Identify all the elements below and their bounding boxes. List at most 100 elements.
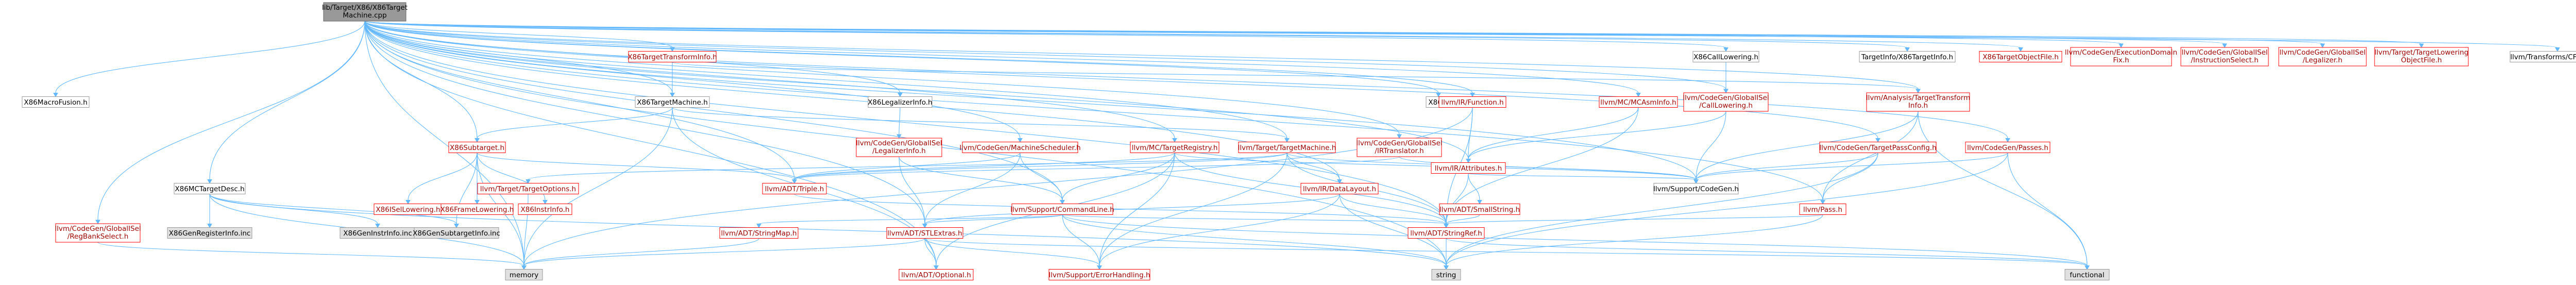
edge-line xyxy=(1468,173,1697,180)
node-regbankselect[interactable]: llvm/CodeGen/GlobalISel/RegBankSelect.h xyxy=(55,223,141,243)
node-label: X86MCTargetDesc.h xyxy=(175,185,244,193)
edge-line xyxy=(1822,153,1878,200)
edge-codegenpasses-to-codegensupport xyxy=(1693,153,2008,184)
node-x86macrofusion[interactable]: X86MacroFusion.h xyxy=(22,96,90,108)
node-cfguard[interactable]: llvm/Transforms/CFGuard.h xyxy=(2510,51,2576,62)
node-label: llvm/CodeGen/Passes.h xyxy=(1967,144,2048,152)
node-label: X86GenInstrInfo.inc xyxy=(343,229,412,238)
node-stlextras[interactable]: llvm/ADT/STLExtras.h xyxy=(886,227,963,239)
node-legalizerinfo[interactable]: llvm/CodeGen/GlobalISel/LegalizerInfo.h xyxy=(856,138,942,157)
edge-arrowhead xyxy=(1436,93,1441,97)
edge-line xyxy=(1822,111,1919,200)
edge-arrowhead xyxy=(1337,179,1342,184)
node-label: llvm/ADT/STLExtras.h xyxy=(887,229,962,238)
edge-root-to-machinescheduler xyxy=(364,21,1023,143)
edge-commandline-to-stringref xyxy=(1062,214,1449,228)
node-codegensupport[interactable]: llvm/Support/CodeGen.h xyxy=(1653,183,1739,194)
edge-stringref-to-string xyxy=(1444,238,1449,270)
edge-arrowhead xyxy=(896,134,902,139)
node-label: llvm/CodeGen/GlobalISel xyxy=(1356,139,1442,147)
node-x86mctargetdesc[interactable]: X86MCTargetDesc.h xyxy=(174,183,246,194)
node-legalizer[interactable]: llvm/CodeGen/GlobalISel/Legalizer.h xyxy=(2278,47,2367,66)
edge-line xyxy=(924,238,937,266)
node-mcasminfo[interactable]: llvm/MC/MCAsmInfo.h xyxy=(1599,96,1678,108)
node-instructionselect[interactable]: llvm/CodeGen/GlobalISel/InstructionSelec… xyxy=(2180,47,2269,66)
node-box xyxy=(856,138,942,157)
edge-arrowhead xyxy=(1018,138,1023,143)
node-pass[interactable]: llvm/Pass.h xyxy=(1799,204,1846,215)
node-box xyxy=(1408,227,1485,239)
edge-line xyxy=(364,21,1919,90)
edge-line xyxy=(97,21,365,221)
edge-line xyxy=(1020,153,1063,200)
node-machinescheduler[interactable]: llvm/CodeGen/MachineScheduler.h xyxy=(959,142,1081,153)
edge-line xyxy=(794,194,1447,224)
edge-arrowhead xyxy=(2084,265,2090,270)
node-label: Info.h xyxy=(1908,102,1928,110)
node-label: /IRTranslator.h xyxy=(1375,147,1423,155)
node-x86instrinfo[interactable]: X86InstrInfo.h xyxy=(518,204,572,215)
node-errorhandling[interactable]: llvm/Support/ErrorHandling.h xyxy=(1048,269,1150,280)
node-triple[interactable]: llvm/ADT/Triple.h xyxy=(762,183,827,194)
node-label: X86InstrInfo.h xyxy=(520,206,569,214)
edge-arrowhead xyxy=(934,265,939,270)
edge-line xyxy=(1099,153,1287,266)
edge-arrowhead xyxy=(1097,265,1102,270)
edge-x86targetmachine-to-targettargetmachine xyxy=(672,107,1290,143)
edge-line xyxy=(1099,194,1340,266)
edge-arrowhead xyxy=(670,47,675,52)
node-codegenpasses[interactable]: llvm/CodeGen/Passes.h xyxy=(1965,142,2050,153)
node-optional[interactable]: llvm/ADT/Optional.h xyxy=(899,269,974,280)
node-box xyxy=(323,2,406,22)
node-memory: memory xyxy=(505,269,543,280)
node-irdatalayout[interactable]: llvm/IR/DataLayout.h xyxy=(1300,183,1379,194)
node-x86targettransforminfo[interactable]: X86TargetTransformInfo.h xyxy=(628,51,717,62)
node-label: Machine.cpp xyxy=(343,11,386,20)
node-targetinfo[interactable]: TargetInfo/X86TargetInfo.h xyxy=(1859,51,1956,62)
node-globaliselcalllowering[interactable]: llvm/CodeGen/GlobalISel/CallLowering.h xyxy=(1683,92,1769,112)
node-commandline[interactable]: llvm/Support/CommandLine.h xyxy=(1010,204,1114,215)
edge-line xyxy=(924,238,1100,266)
node-irattributes[interactable]: llvm/IR/Attributes.h xyxy=(1431,162,1506,174)
edge-line xyxy=(364,21,2558,48)
node-label: llvm/CodeGen/GlobalISel xyxy=(2279,48,2365,57)
node-targettargetmachine[interactable]: llvm/Target/TargetMachine.h xyxy=(1238,142,1336,153)
node-x86targetmachine[interactable]: X86TargetMachine.h xyxy=(635,96,710,108)
edge-arrowhead xyxy=(1723,47,1728,52)
node-x86legalizerinfo[interactable]: X86LegalizerInfo.h xyxy=(868,96,933,108)
edge-arrowhead xyxy=(521,265,527,270)
node-analysistti[interactable]: llvm/Analysis/TargetTransformInfo.h xyxy=(1866,92,1970,112)
edge-line xyxy=(364,21,1823,200)
node-irfunction[interactable]: llvm/IR/Function.h xyxy=(1438,96,1506,108)
node-label: /CallLowering.h xyxy=(1699,102,1753,110)
node-smallstring[interactable]: llvm/ADT/SmallString.h xyxy=(1439,204,1520,215)
node-x86isellowering[interactable]: X86ISelLowering.h xyxy=(374,204,443,215)
edge-globaliselcalllowering-to-irattributes xyxy=(1466,111,1726,163)
node-stringmap[interactable]: llvm/ADT/StringMap.h xyxy=(719,227,799,239)
edge-mcasminfo-to-irattributes xyxy=(1466,107,1639,163)
edge-line xyxy=(672,107,1287,139)
edge-x86subtarget-to-x86gensubtargetinfo xyxy=(454,153,478,228)
edge-line xyxy=(1918,111,2088,266)
edge-line xyxy=(1468,173,1480,200)
node-box xyxy=(1357,138,1442,157)
edge-x86legalizerinfo-to-legalizerinfo xyxy=(896,107,902,139)
edge-arrowhead xyxy=(922,224,927,228)
node-box xyxy=(477,183,579,194)
edge-line xyxy=(364,21,1287,139)
node-targetoptions[interactable]: llvm/Target/TargetOptions.h xyxy=(477,183,579,194)
edge-analysistti-to-functional xyxy=(1918,111,2090,270)
edge-machinescheduler-to-commandline xyxy=(1020,153,1065,205)
edge-root-to-cfguard xyxy=(364,21,2560,52)
node-x86targetobjectfile[interactable]: X86TargetObjectFile.h xyxy=(1979,51,2062,62)
node-targetpassconfig[interactable]: llvm/CodeGen/TargetPassConfig.h xyxy=(1819,142,1937,153)
node-x86subtarget[interactable]: X86Subtarget.h xyxy=(448,142,506,153)
node-x86calllowering[interactable]: X86CallLowering.h xyxy=(1692,51,1759,62)
node-stringref[interactable]: llvm/ADT/StringRef.h xyxy=(1408,227,1485,239)
node-x86framelowering[interactable]: X86FrameLowering.h xyxy=(440,204,514,215)
edge-codegenpasses-to-functional xyxy=(2007,153,2090,270)
node-irtranslator[interactable]: llvm/CodeGen/GlobalISel/IRTranslator.h xyxy=(1356,138,1443,157)
node-targetregistry[interactable]: llvm/MC/TargetRegistry.h xyxy=(1130,142,1219,153)
